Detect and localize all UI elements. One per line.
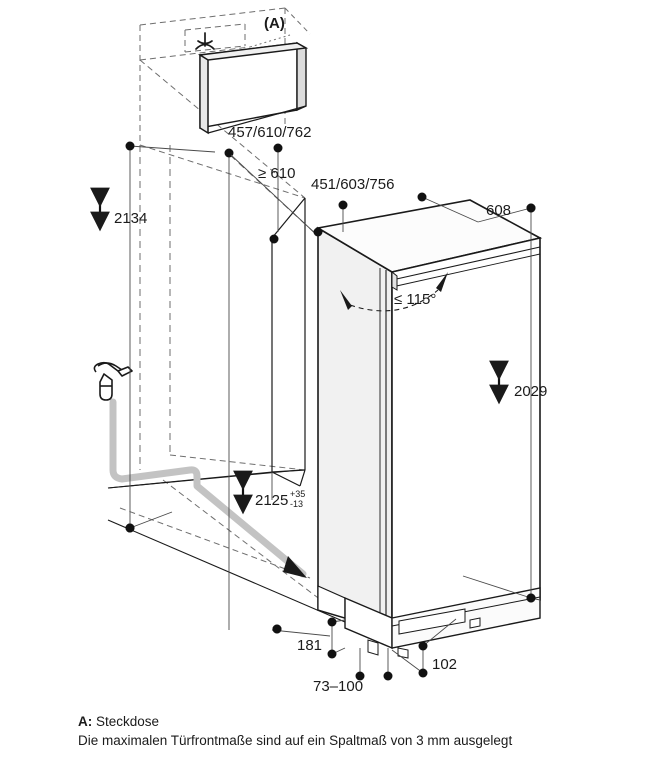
dim-base-height-102 — [391, 618, 457, 678]
label-door-angle: ≤ 115° — [394, 291, 436, 308]
label-niche-height-tol: 2125 — [255, 492, 288, 509]
appliance-body — [315, 199, 543, 634]
legend-socket-line: A: Steckdose — [78, 712, 618, 731]
label-appliance-height: 2029 — [514, 383, 547, 400]
water-supply — [93, 361, 307, 578]
dimension-labels: (A) 457/610/762 ≥ 610 451/603/756 608 21… — [114, 15, 547, 695]
dim-niche-width-457-610-762 — [224, 143, 283, 634]
water-flow-arrow — [283, 556, 307, 578]
angle-arrow-left — [340, 290, 352, 310]
legend-socket-key: A: — [78, 714, 93, 729]
angle-arrow-right — [436, 272, 448, 292]
water-tap-icon — [93, 361, 133, 401]
label-niche-height-tol-plus: +35 — [290, 489, 305, 499]
appliance-plinth — [344, 587, 541, 659]
dim-door-width-451-603-756 — [338, 200, 348, 232]
socket-icon — [195, 32, 215, 50]
label-niche-height: 2134 — [114, 210, 147, 227]
door-angle-indicator — [340, 272, 448, 312]
label-niche-depth: ≥ 610 — [258, 165, 295, 182]
dim-plinth-181 — [271, 617, 346, 659]
label-socket-marker: (A) — [264, 15, 285, 32]
label-base-height: 102 — [432, 656, 457, 673]
legend-block: A: Steckdose Die maximalen Türfrontmaße … — [78, 712, 618, 750]
niche-side-panels — [197, 41, 309, 135]
dimension-lines — [125, 141, 541, 681]
dim-niche-height-2125 — [269, 234, 279, 500]
installation-diagram: (A) 457/610/762 ≥ 610 451/603/756 608 21… — [90, 7, 547, 695]
label-niche-height-tol-minus: -13 — [290, 499, 303, 509]
floor-lines — [107, 469, 346, 623]
legend-note: Die maximalen Türfrontmaße sind auf ein … — [78, 733, 513, 748]
dim-foot-range-73-100 — [355, 648, 393, 681]
legend-socket-text: Steckdose — [92, 714, 160, 729]
label-foot-range: 73–100 — [313, 678, 363, 695]
label-door-width: 451/603/756 — [311, 176, 394, 193]
dim-right-bottom-marker — [462, 575, 536, 603]
dim-niche-depth-610 — [230, 154, 323, 237]
label-niche-width: 457/610/762 — [228, 124, 311, 141]
dim-left-floor-marker — [125, 523, 135, 533]
label-plinth-depth: 181 — [297, 637, 322, 654]
label-appliance-depth: 608 — [486, 202, 511, 219]
